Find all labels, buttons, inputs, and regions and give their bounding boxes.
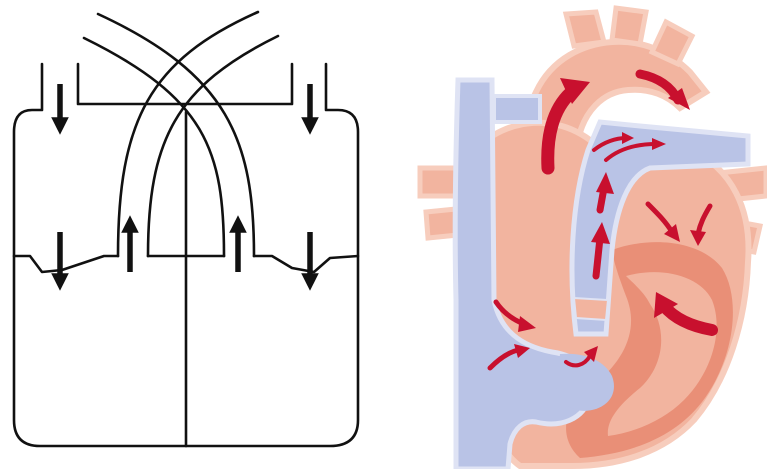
right-valve-plane	[186, 256, 358, 272]
vena-cava-branch	[494, 96, 540, 122]
great-vessel-a-outer	[118, 12, 258, 256]
curved-flow-arrow-icon	[596, 238, 600, 276]
great-vessel-b-inner	[84, 38, 224, 256]
left-valve-plane	[14, 256, 186, 272]
schematic-diagram	[14, 12, 358, 446]
great-vessel-a-inner	[148, 36, 278, 256]
atrial-roof	[78, 64, 292, 104]
arch-branch	[566, 12, 604, 46]
arch-branch	[612, 8, 646, 44]
great-vessel-b-outer	[98, 14, 254, 256]
pulmonary-valve	[574, 298, 608, 320]
